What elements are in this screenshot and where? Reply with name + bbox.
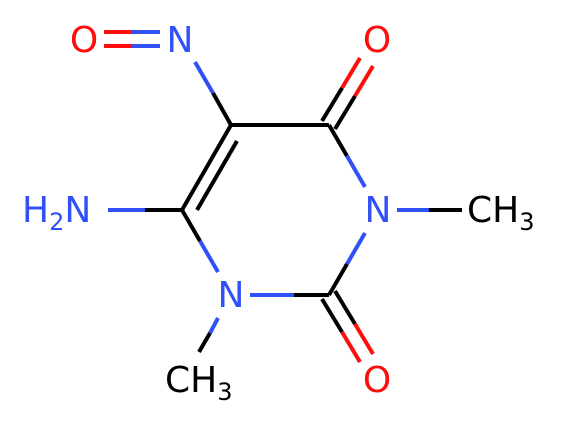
bond-nitroso-o-n [104,30,160,48]
bond-n1-c6 [180,208,220,274]
atom-o-c2: O [363,360,391,401]
bond-n1-ch3 [197,317,220,354]
atom-amino-h: H [22,190,49,231]
atom-methyl-n1-subscript: 3 [217,378,232,406]
bond-n3-c2 [327,231,367,297]
atom-methyl-n3-ch: CH [467,190,519,231]
atom-amino-group: H2N [22,190,91,236]
atom-methyl-n1-ch: CH [165,360,217,401]
atom-amino-subscript: 2 [49,208,64,236]
atom-methyl-n3: CH3 [467,190,535,236]
atom-amino-n: N [64,190,91,231]
atom-n-nitroso: N [167,20,194,61]
atom-o-nitroso: O [70,20,98,61]
bond-c2-o [320,289,375,364]
bond-c4-n3 [327,123,367,189]
atom-methyl-n3-subscript: 3 [519,208,534,236]
bond-c4-o [320,56,375,131]
bond-n-c5 [193,60,233,126]
atom-o-c4: O [363,20,391,61]
atom-n1: N [218,275,245,316]
bond-c6-c5 [180,124,239,212]
atom-n3: N [365,190,392,231]
atom-methyl-n1: CH3 [165,360,233,406]
